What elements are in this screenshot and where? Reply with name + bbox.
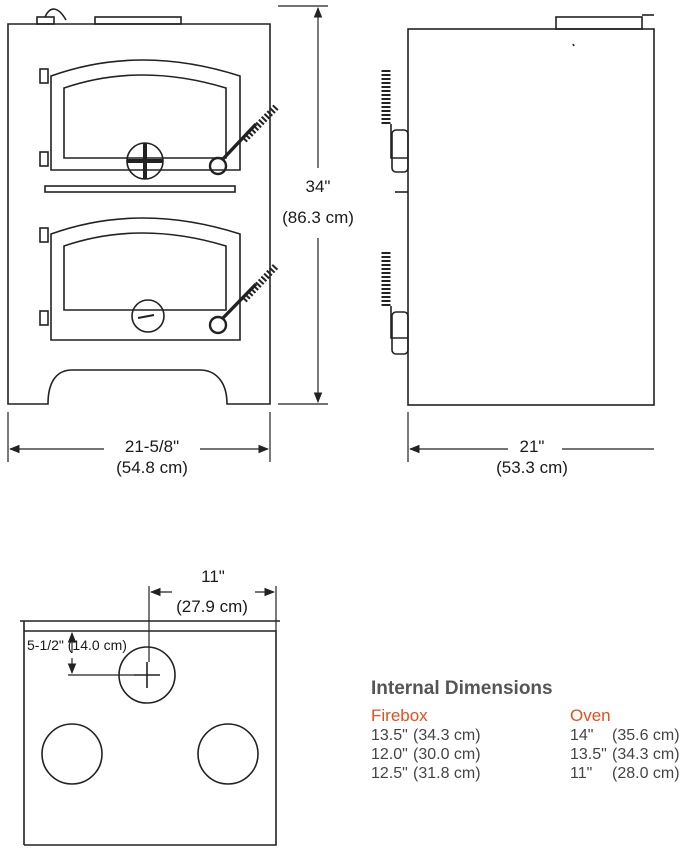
side-lower-hinge — [391, 311, 409, 355]
internal-dimensions-section: Internal Dimensions Firebox 13.5" (34.3 c… — [371, 678, 680, 786]
top-hotplate-right — [197, 723, 259, 785]
oven-title: Oven — [570, 706, 611, 725]
oven-row: 13.5" (34.3 cm) — [570, 745, 680, 764]
oven-row-inches: 13.5" — [570, 746, 607, 763]
oven-latch-hub — [208, 315, 228, 335]
firebox-latch-hub — [208, 156, 228, 176]
front-body-outline — [7, 23, 271, 405]
side-lower-handle-bracket — [390, 306, 408, 339]
firebox-row-inches: 13.5" — [371, 727, 408, 744]
top-offset-dimensions — [67, 586, 277, 676]
oven-row-cm: (35.6 cm) — [612, 727, 680, 744]
top-view — [20, 620, 280, 846]
side-top-plate — [555, 16, 643, 30]
front-height-cm: (86.3 cm) — [282, 208, 354, 227]
top-offset-y-label: 5-1/2" (14.0 cm) — [27, 637, 127, 653]
top-hotplate-left — [41, 723, 103, 785]
front-height-dimension — [278, 5, 328, 405]
firebox-row: 13.5" (34.3 cm) — [371, 726, 481, 745]
firebox-row: 12.0" (30.0 cm) — [371, 745, 481, 764]
firebox-row-inches: 12.0" — [371, 746, 408, 763]
top-offset-x-cm: (27.9 cm) — [176, 597, 248, 616]
front-top-plate — [94, 16, 182, 25]
side-view — [381, 14, 655, 406]
internal-dimensions-heading: Internal Dimensions — [371, 678, 553, 699]
front-view — [7, 8, 279, 405]
front-width-dimension — [7, 412, 271, 462]
side-upper-hinge — [391, 129, 409, 173]
oven-thermometer-icon — [131, 299, 165, 333]
oven-row: 14" (35.6 cm) — [570, 726, 680, 745]
oven-row-cm: (28.0 cm) — [612, 765, 680, 782]
firebox-latch-handle — [221, 122, 258, 161]
firebox-row-cm: (31.8 cm) — [413, 765, 481, 782]
firebox-row-cm: (30.0 cm) — [413, 746, 481, 763]
oven-row-inches: 14" — [570, 727, 594, 744]
side-depth-cm: (53.3 cm) — [496, 458, 568, 477]
front-divider-plate — [44, 185, 236, 193]
firebox-column: Firebox 13.5" (34.3 cm) 12.0" (30.0 cm) 12… — [371, 706, 481, 783]
firebox-title: Firebox — [371, 706, 428, 725]
firebox-door — [50, 59, 241, 171]
firebox-row-cm: (34.3 cm) — [413, 727, 481, 744]
side-upper-handle-bracket — [390, 124, 408, 159]
oven-window — [63, 232, 227, 311]
firebox-window — [63, 74, 227, 159]
firebox-row-inches: 12.5" — [371, 765, 408, 782]
firebox-row: 12.5" (31.8 cm) — [371, 764, 481, 783]
stove-dimension-diagram: 34" (86.3 cm) 21-5/8" (54.8 cm) 21" (53.… — [7, 5, 655, 846]
side-depth-inches: 21" — [520, 437, 545, 456]
front-width-cm: (54.8 cm) — [116, 458, 188, 477]
top-offset-x-inches: 11" — [201, 567, 225, 586]
firebox-hinge-bottom — [39, 151, 49, 167]
front-top-knob — [36, 16, 55, 25]
oven-door — [50, 217, 241, 341]
oven-row-inches: 11" — [570, 765, 593, 782]
firebox-handle-spring — [241, 104, 279, 143]
oven-column: Oven 14" (35.6 cm) 13.5" (34.3 cm) 11" (28.… — [570, 706, 680, 783]
oven-hinge-top — [39, 227, 49, 243]
front-height-inches: 34" — [306, 177, 331, 196]
front-top-handle — [44, 8, 67, 21]
side-body-outline — [407, 28, 655, 406]
firebox-hinge-top — [39, 68, 49, 84]
oven-row-cm: (34.3 cm) — [612, 746, 680, 763]
top-body-outline — [24, 630, 277, 846]
front-width-inches: 21-5/8" — [125, 437, 179, 456]
oven-handle-spring — [241, 263, 279, 303]
oven-row: 11" (28.0 cm) — [570, 764, 680, 783]
side-depth-dimension — [407, 412, 654, 462]
oven-latch-handle — [221, 282, 258, 320]
oven-hinge-bottom — [39, 310, 49, 326]
